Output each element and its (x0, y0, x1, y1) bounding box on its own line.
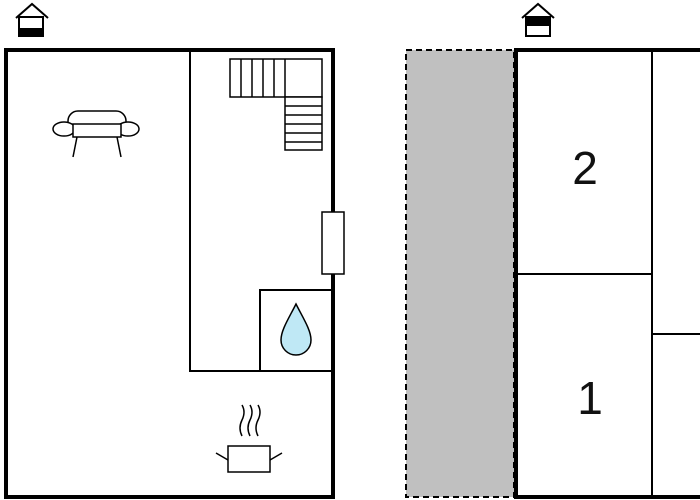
ground-floor-indicator-icon (15, 2, 49, 37)
water-drop-icon (280, 302, 312, 356)
room-number-1: 1 (577, 372, 603, 424)
ground-floor-plan (4, 2, 345, 499)
stairs-icon (229, 58, 323, 151)
sofa-icon (52, 110, 140, 158)
upper-floor-plan: 2 1 (405, 2, 700, 499)
ground-floor-partition (189, 50, 331, 372)
bathroom-partition (259, 289, 331, 371)
cooking-pot-icon (215, 404, 283, 473)
gray-dashed-zone (405, 49, 515, 498)
upper-floor-indicator-icon (521, 2, 555, 37)
room-number-2: 2 (572, 142, 598, 194)
window-icon (321, 211, 345, 275)
ground-floor-outer-wall (4, 48, 335, 499)
